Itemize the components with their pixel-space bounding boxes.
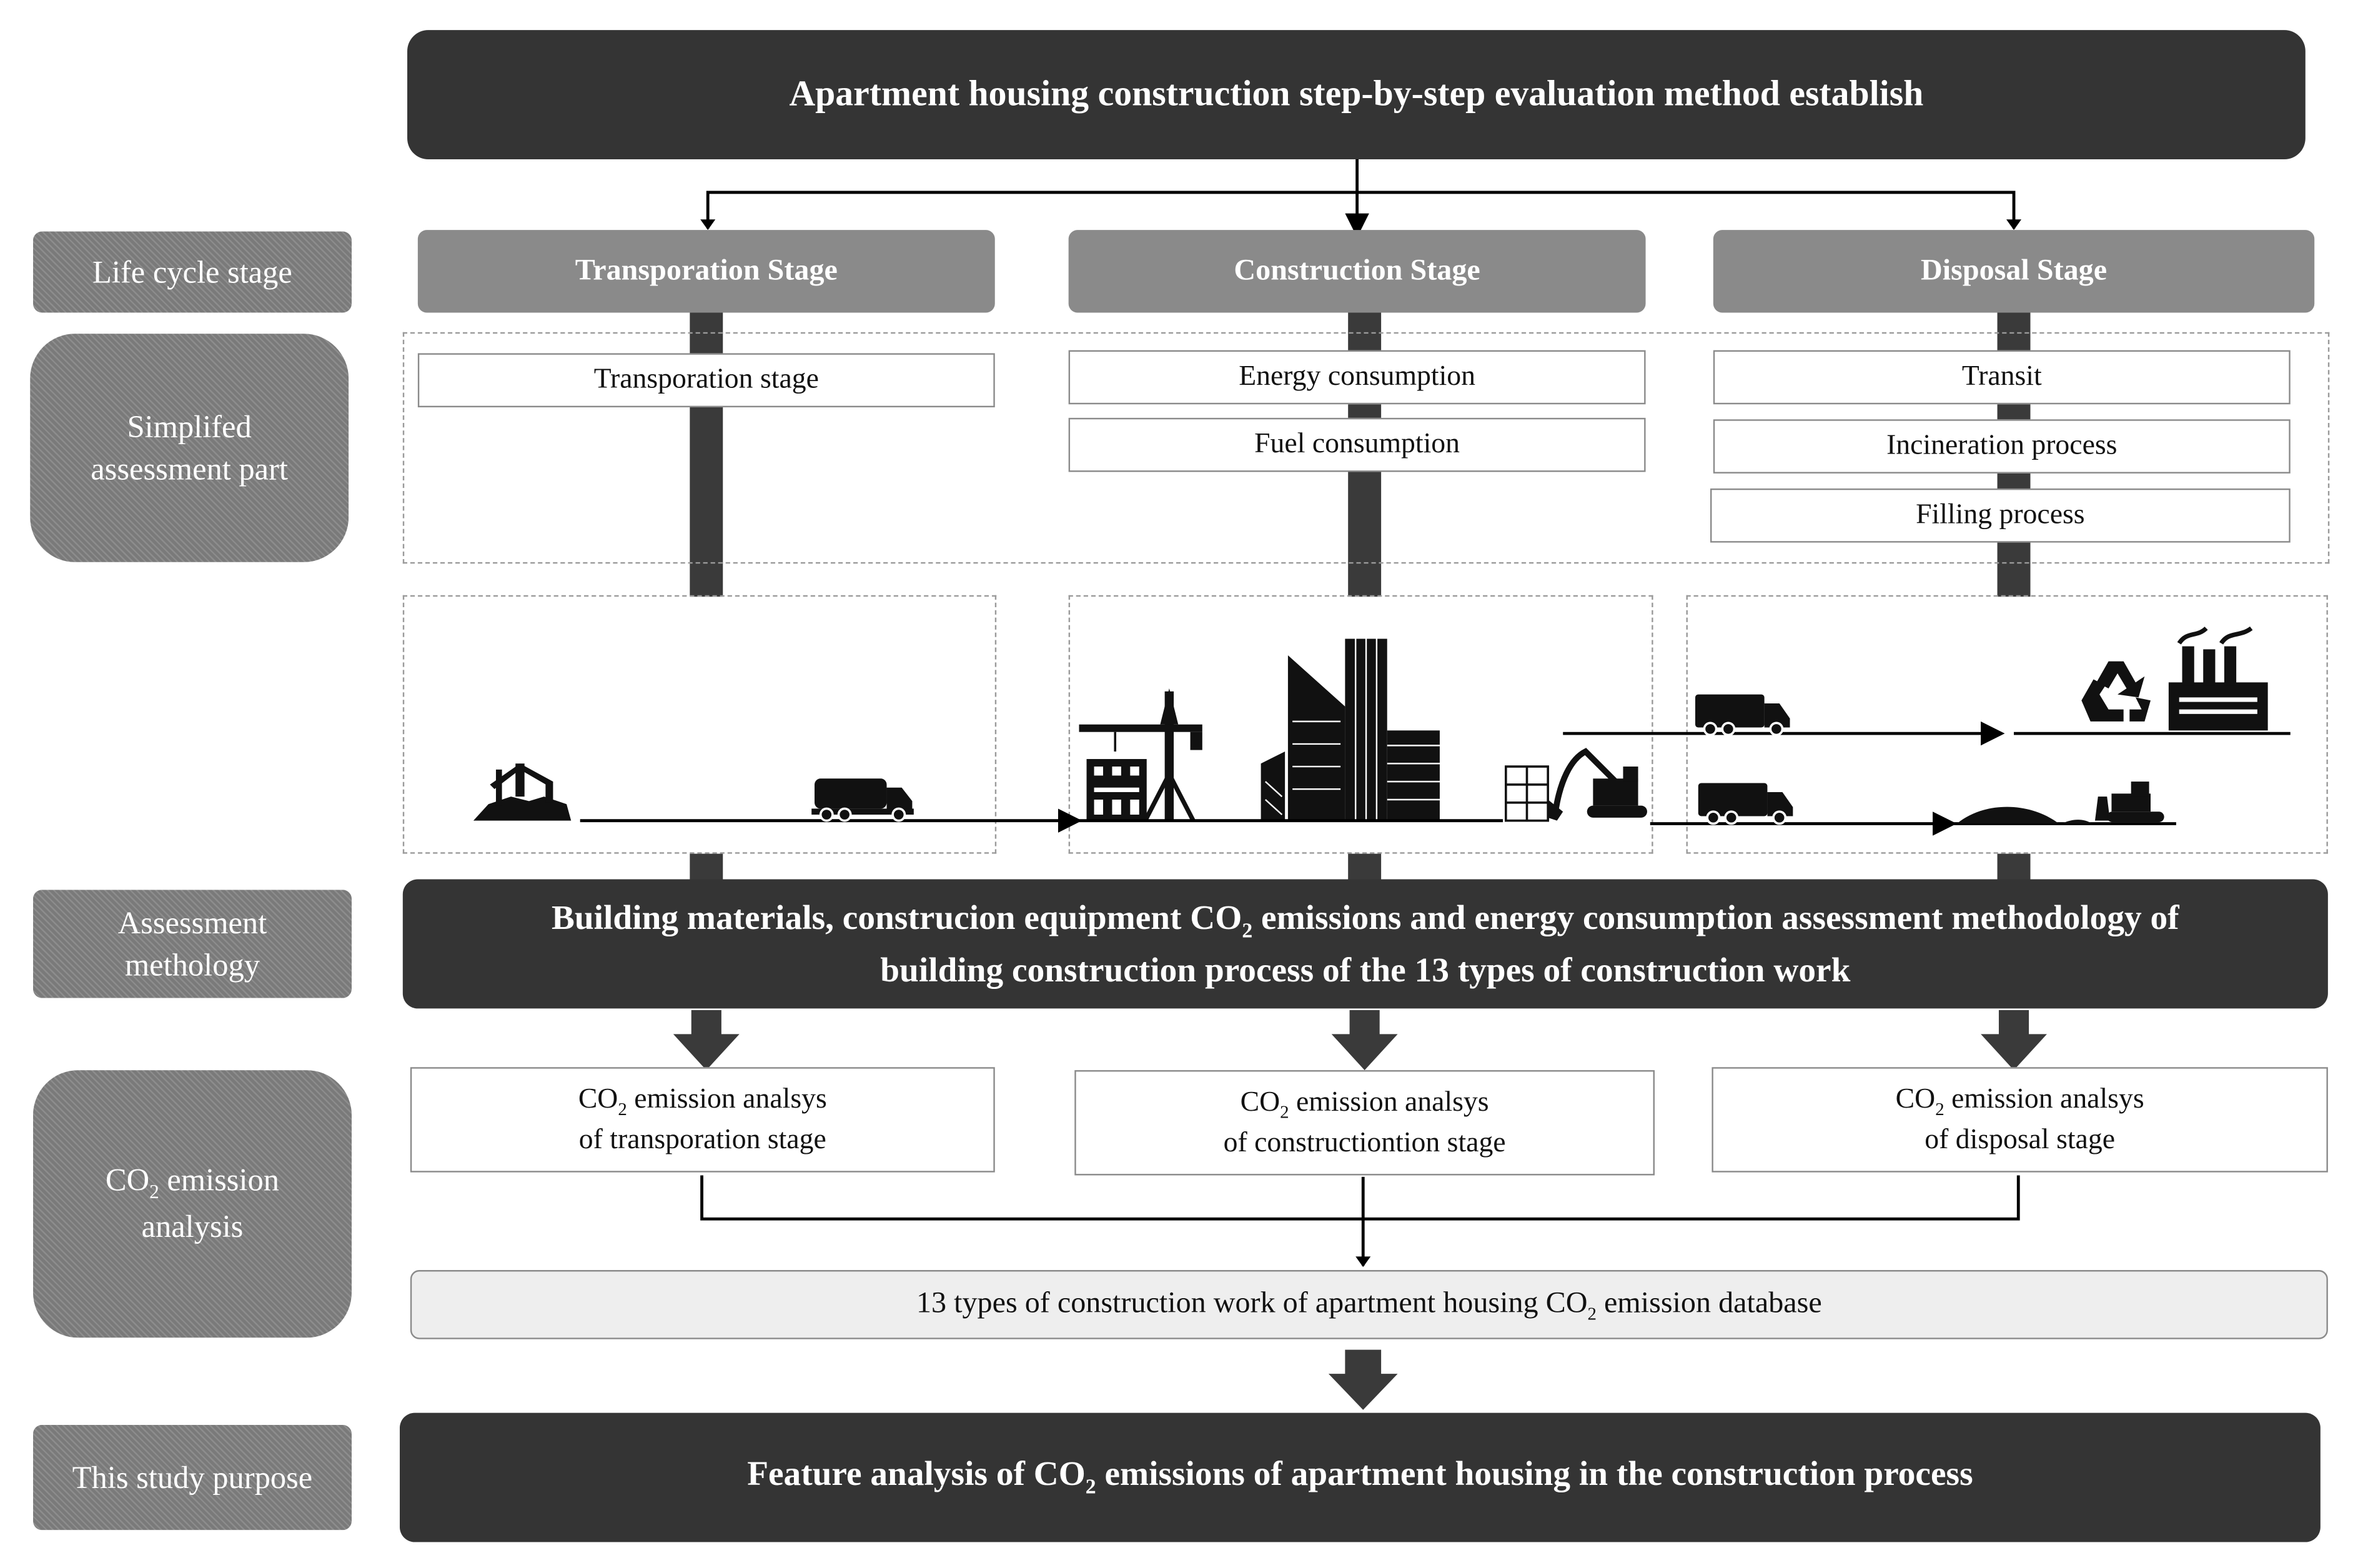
purpose-text: Feature analysis of CO2 emissions of apa… [747,1454,1973,1499]
top-branch-line [706,191,2016,229]
title-text: Apartment housing construction step-by-s… [789,74,1924,114]
stage-header-transport-text: Transporation Stage [575,254,838,287]
illustration-panel-disposal [1686,595,2328,854]
tanker-truck-icon [811,778,914,822]
database-text: 13 types of construction work of apartme… [916,1286,1822,1324]
simplified-transit-box: Transit [1713,350,2291,405]
simplified-fuel-text: Fuel consumption [1254,429,1460,460]
factory-icon [2168,626,2268,731]
small-building-icon [1086,759,1147,821]
simplified-transport-box: Transporation stage [417,353,995,408]
stage-header-construction-text: Construction Stage [1234,254,1480,287]
down-arrow-purpose [1328,1349,1398,1410]
simplified-region [402,332,2330,564]
down-arrow-transport [673,1010,740,1071]
methodology-banner: Building materials, construcion equipmen… [402,879,2328,1009]
side-label-simplified: Simplifed assessment part [30,334,349,562]
side-label-co2-analysis: CO2 emission analysis [32,1070,352,1338]
side-label-purpose-text: This study purpose [72,1459,313,1496]
stage-header-disposal-text: Disposal Stage [1920,254,2108,287]
analysis-disposal-line1: CO2 emission analsys [1895,1083,2144,1119]
side-label-co2-line1: CO2 emission [105,1162,280,1204]
excavator-icon [1548,748,1647,821]
bulldozer-icon [2094,782,2164,823]
column-bar-construction-lower [1348,853,1382,884]
column-bar-transport-lower [690,853,723,884]
side-label-life-cycle: Life cycle stage [32,231,352,313]
side-label-life-cycle-text: Life cycle stage [92,254,292,290]
simplified-filling-box: Filling process [1710,488,2291,543]
analysis-construction-line1: CO2 emission analsys [1240,1086,1489,1123]
simplified-incineration-text: Incineration process [1886,430,2118,462]
column-bar-disposal-lower [1997,853,2031,884]
stage-header-disposal: Disposal Stage [1713,230,2315,313]
side-label-assessment-line2: methology [124,946,260,983]
tower-crane-icon [1079,688,1202,822]
side-label-assessment-line1: Assessment [117,904,267,941]
simplified-transport-text: Transporation stage [593,364,819,396]
illustration-panel-construction [1068,595,1653,854]
simplified-fuel-box: Fuel consumption [1068,417,1646,472]
simplified-incineration-box: Incineration process [1713,419,2291,474]
recycle-icon [2081,661,2151,722]
side-label-purpose: This study purpose [32,1424,352,1531]
scaffold-icon [1504,765,1549,822]
stage-header-construction: Construction Stage [1068,230,1646,313]
simplified-energy-box: Energy consumption [1068,350,1646,405]
stage-header-transport: Transporation Stage [417,230,995,313]
skyscraper-icon [1261,638,1440,821]
analysis-transport-box: CO2 emission analsys of transporation st… [410,1067,995,1173]
database-box: 13 types of construction work of apartme… [410,1270,2328,1339]
landfill-mound-icon [1956,806,2093,824]
simplified-transit-text: Transit [1961,360,2042,393]
illustration-panel-transport [402,595,997,854]
side-label-co2-line2: analysis [141,1208,244,1245]
oil-pump-icon [473,763,572,821]
side-label-simplified-line1: Simplifed [127,408,252,445]
analysis-disposal-box: CO2 emission analsys of disposal stage [1712,1067,2328,1173]
simplified-filling-text: Filling process [1916,499,2085,531]
down-arrow-disposal [1981,1010,2047,1071]
analysis-construction-line2: of constructiontion stage [1223,1126,1506,1159]
merge-line [700,1175,2020,1221]
methodology-line1: Building materials, construcion equipmen… [551,898,2179,943]
title-banner: Apartment housing construction step-by-s… [407,30,2306,160]
methodology-line2: building construction process of the 13 … [880,951,1851,990]
purpose-banner: Feature analysis of CO2 emissions of apa… [399,1412,2321,1542]
side-label-simplified-line2: assessment part [91,450,289,487]
side-label-assessment: Assessment methology [32,890,352,998]
simplified-energy-text: Energy consumption [1239,360,1476,393]
garbage-truck-icon [1695,694,1790,737]
analysis-construction-box: CO2 emission analsys of constructiontion… [1074,1070,1655,1176]
analysis-transport-line1: CO2 emission analsys [578,1083,827,1119]
down-arrow-construction [1331,1010,1398,1071]
analysis-transport-line2: of transporation stage [578,1123,826,1156]
analysis-disposal-line2: of disposal stage [1925,1123,2116,1156]
garbage-truck-icon [1698,783,1793,825]
